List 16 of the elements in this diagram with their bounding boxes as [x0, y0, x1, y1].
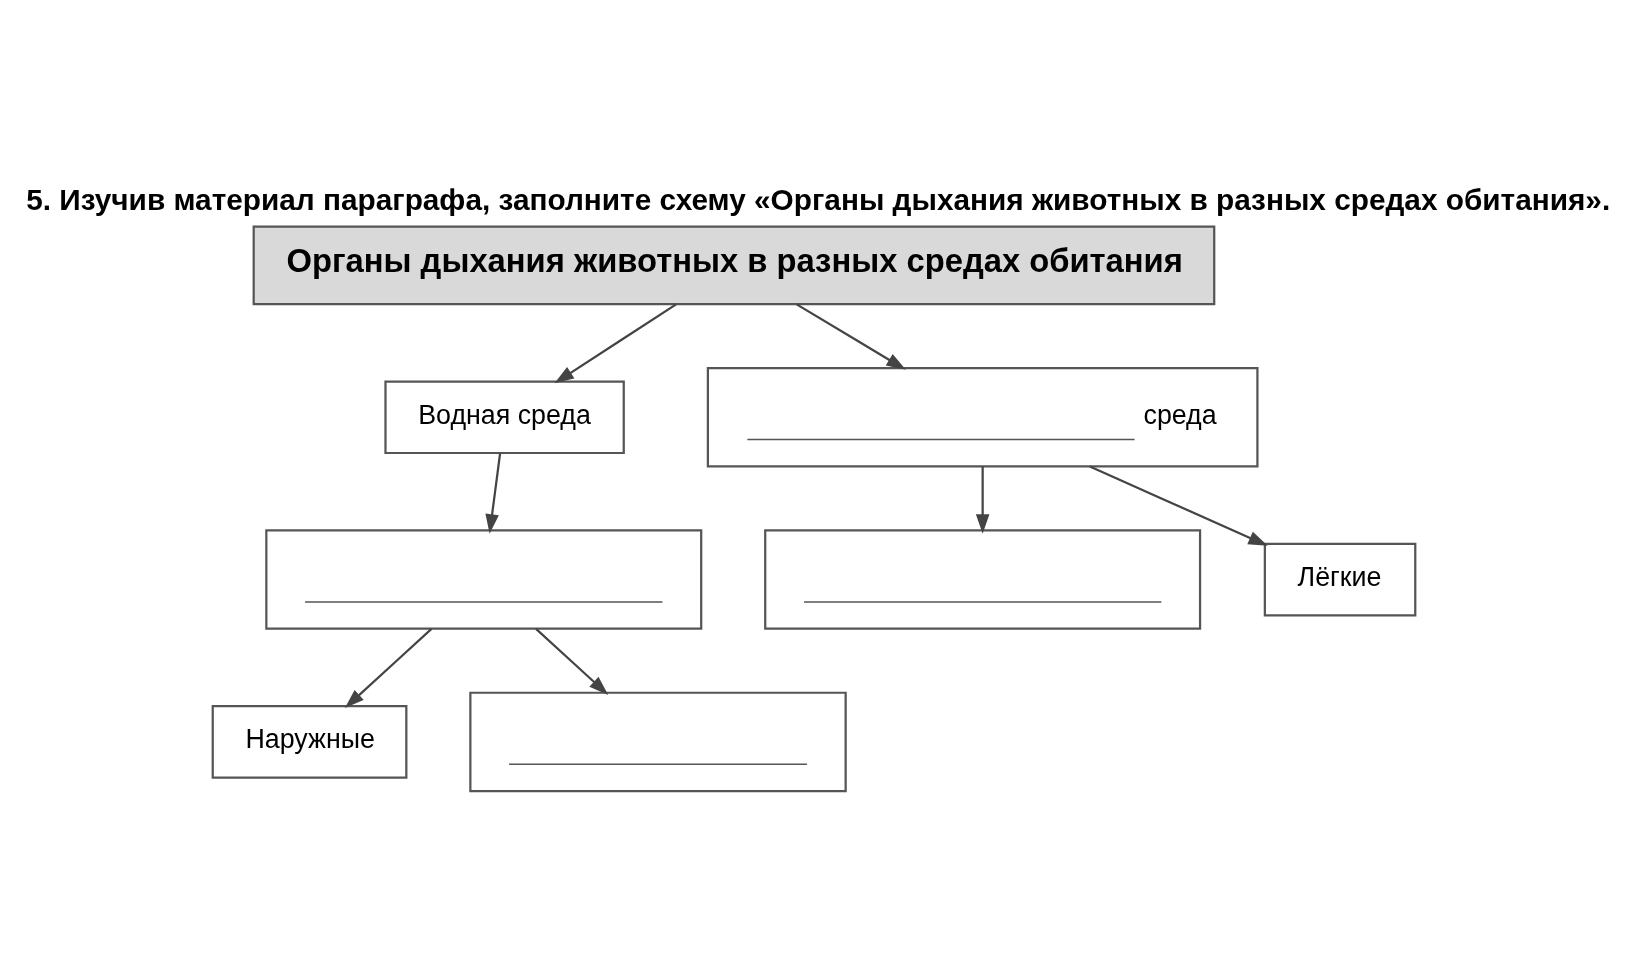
- node-box: [469, 691, 847, 793]
- arrow: [1089, 465, 1268, 546]
- arrow: [796, 303, 906, 370]
- diagram-title: 5. Изучив материал параграфа, заполните схему «Органы дыхания животных в разных средах обитания».: [26, 183, 1611, 217]
- arrow: [535, 628, 609, 695]
- node-box: [764, 529, 1202, 630]
- node-box: среда: [706, 367, 1259, 468]
- arrow: [975, 466, 990, 534]
- node-box: Органы дыхания животных в разных средах обитания: [252, 225, 1216, 306]
- node-box: Лёгкие: [1263, 542, 1417, 617]
- node-box: [265, 529, 703, 630]
- node-box: Водная среда: [384, 380, 625, 455]
- node-box: Наружные: [211, 705, 408, 779]
- arrow: [554, 303, 677, 384]
- arrow: [344, 628, 433, 709]
- arrow: [485, 453, 502, 534]
